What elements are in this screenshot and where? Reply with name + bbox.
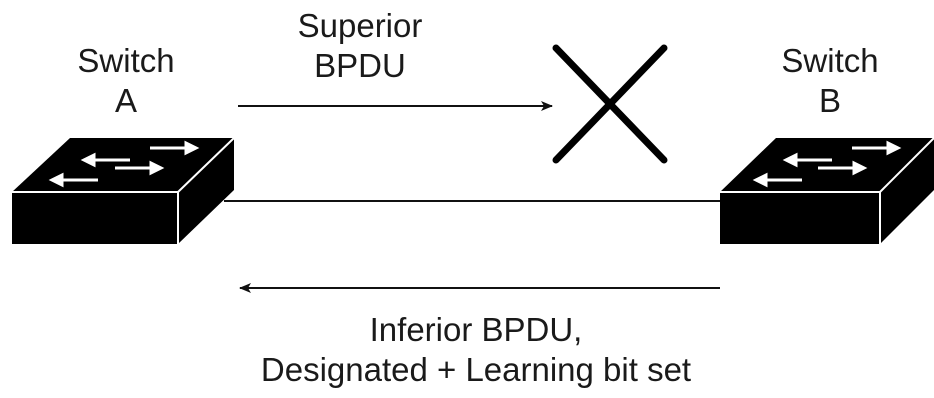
switch-a-label: Switch A — [56, 41, 196, 121]
switch-b-label-line2: B — [818, 82, 841, 119]
inferior-bpdu-line2: Designated + Learning bit set — [260, 351, 692, 388]
switch-b-label-line1: Switch — [781, 42, 879, 79]
switch-a-label-line2: A — [114, 82, 137, 119]
inferior-bpdu-line1: Inferior BPDU, — [369, 311, 583, 348]
superior-bpdu-line2: BPDU — [314, 47, 406, 84]
switch-a-icon — [12, 137, 235, 244]
superior-bpdu-line1: Superior — [297, 7, 423, 44]
switch-b-label: Switch B — [760, 41, 900, 121]
inferior-bpdu-label: Inferior BPDU, Designated + Learning bit… — [196, 310, 756, 390]
superior-bpdu-label: Superior BPDU — [270, 6, 450, 86]
switch-b-icon — [720, 137, 934, 244]
switch-a-label-line1: Switch — [77, 42, 175, 79]
blocked-x-icon — [552, 44, 668, 164]
